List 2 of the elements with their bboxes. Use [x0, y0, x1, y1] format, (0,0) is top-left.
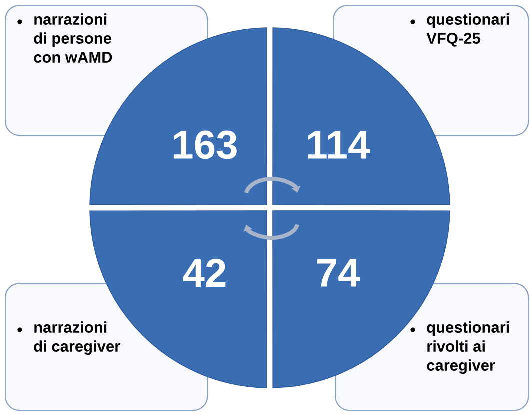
curved-arrow — [244, 177, 301, 194]
curved-arrow — [244, 224, 300, 240]
